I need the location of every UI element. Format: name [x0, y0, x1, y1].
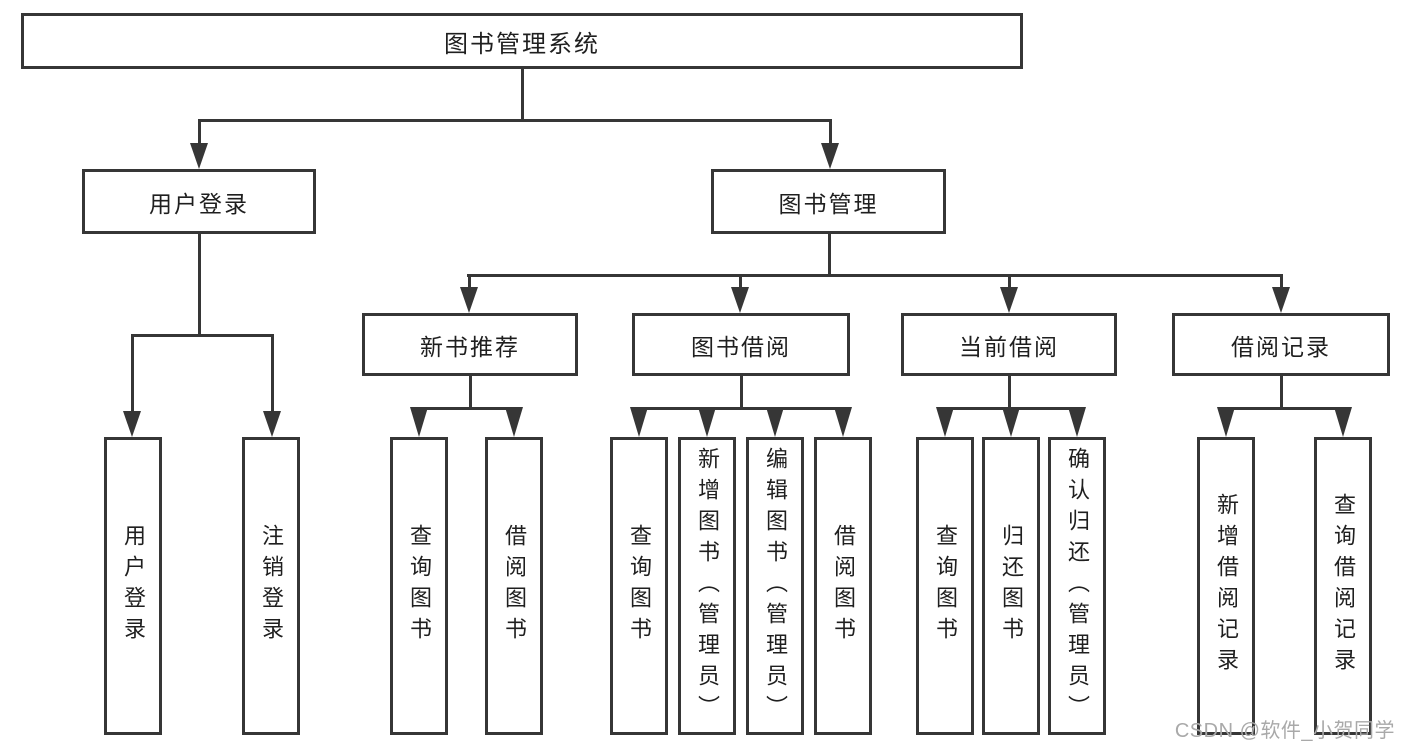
leaf-label: 确认归还（管理员） — [1065, 446, 1090, 726]
arrow-down-icon — [936, 407, 954, 437]
arrow-down-icon — [1000, 287, 1018, 313]
leaf-label: 编辑图书（管理员） — [763, 446, 788, 726]
arrow-down-icon — [821, 143, 839, 169]
node-book-borrow: 图书借阅 — [632, 313, 850, 376]
node-label: 图书管理系统 — [444, 30, 600, 58]
leaf-label: 新增借阅记录 — [1214, 493, 1239, 679]
arrow-down-icon — [630, 407, 648, 437]
connector-line — [417, 407, 517, 410]
watermark: CSDN @软件_小贺同学 — [1174, 720, 1395, 742]
leaf-add-borrow-record: 新增借阅记录 — [1197, 437, 1255, 735]
arrow-down-icon — [766, 407, 784, 437]
connector-line — [1280, 274, 1283, 290]
arrow-down-icon — [263, 411, 281, 437]
connector-line — [521, 69, 524, 119]
node-label: 图书管理 — [778, 190, 879, 217]
leaf-label: 查询借阅记录 — [1331, 493, 1356, 679]
leaf-borrow-books: 借阅图书 — [814, 437, 872, 735]
leaf-add-books-admin: 新增图书（管理员） — [678, 437, 736, 735]
leaf-label: 查询图书 — [933, 524, 958, 648]
node-label: 借阅记录 — [1231, 333, 1331, 360]
leaf-label: 用户登录 — [121, 524, 146, 648]
arrow-down-icon — [505, 407, 523, 437]
node-label: 图书借阅 — [691, 333, 791, 360]
leaf-label: 注销登录 — [259, 524, 284, 648]
leaf-label: 新增图书（管理员） — [695, 446, 720, 726]
arrow-down-icon — [834, 407, 852, 437]
connector-line — [739, 274, 742, 290]
connector-line — [829, 119, 832, 143]
node-current-borrow: 当前借阅 — [901, 313, 1117, 376]
connector-line — [828, 234, 831, 274]
node-root-system: 图书管理系统 — [21, 13, 1023, 69]
connector-line — [198, 232, 201, 334]
leaf-label: 归还图书 — [999, 524, 1024, 648]
connector-line — [1224, 407, 1346, 410]
leaf-label: 查询图书 — [627, 524, 652, 648]
connector-line — [637, 407, 846, 410]
arrow-down-icon — [123, 411, 141, 437]
leaf-return-books: 归还图书 — [982, 437, 1040, 735]
node-label: 当前借阅 — [959, 333, 1059, 360]
arrow-down-icon — [190, 143, 208, 169]
connector-line — [740, 376, 743, 407]
arrow-down-icon — [460, 287, 478, 313]
leaf-label: 查询图书 — [407, 524, 432, 648]
leaf-logout-login: 注销登录 — [242, 437, 300, 735]
arrow-down-icon — [731, 287, 749, 313]
leaf-label: 借阅图书 — [831, 524, 856, 648]
connector-line — [469, 376, 472, 407]
arrow-down-icon — [1272, 287, 1290, 313]
arrow-down-icon — [1217, 407, 1235, 437]
arrow-down-icon — [1334, 407, 1352, 437]
leaf-label: 借阅图书 — [502, 524, 527, 648]
node-user-login: 用户登录 — [82, 169, 316, 234]
connector-line — [198, 119, 832, 122]
arrow-down-icon — [698, 407, 716, 437]
connector-line — [198, 119, 201, 143]
node-new-book-recommend: 新书推荐 — [362, 313, 578, 376]
leaf-query-borrow-record: 查询借阅记录 — [1314, 437, 1372, 735]
leaf-user-login: 用户登录 — [104, 437, 162, 735]
arrow-down-icon — [410, 407, 428, 437]
connector-line — [1280, 376, 1283, 407]
node-borrow-records: 借阅记录 — [1172, 313, 1390, 376]
connector-line — [468, 274, 471, 290]
leaf-edit-books-admin: 编辑图书（管理员） — [746, 437, 804, 735]
connector-line — [1008, 274, 1011, 290]
leaf-query-books-borrow: 查询图书 — [610, 437, 668, 735]
leaf-query-books-current: 查询图书 — [916, 437, 974, 735]
arrow-down-icon — [1002, 407, 1020, 437]
leaf-borrow-books-recommend: 借阅图书 — [485, 437, 543, 735]
connector-line — [271, 334, 274, 411]
connector-line — [1008, 376, 1011, 407]
connector-line — [467, 274, 1283, 277]
connector-line — [131, 334, 134, 411]
node-label: 用户登录 — [149, 190, 249, 217]
leaf-query-books-recommend: 查询图书 — [390, 437, 448, 735]
connector-line — [131, 334, 274, 337]
arrow-down-icon — [1068, 407, 1086, 437]
node-book-management: 图书管理 — [711, 169, 946, 234]
node-label: 新书推荐 — [420, 333, 520, 360]
leaf-confirm-return-admin: 确认归还（管理员） — [1048, 437, 1106, 735]
